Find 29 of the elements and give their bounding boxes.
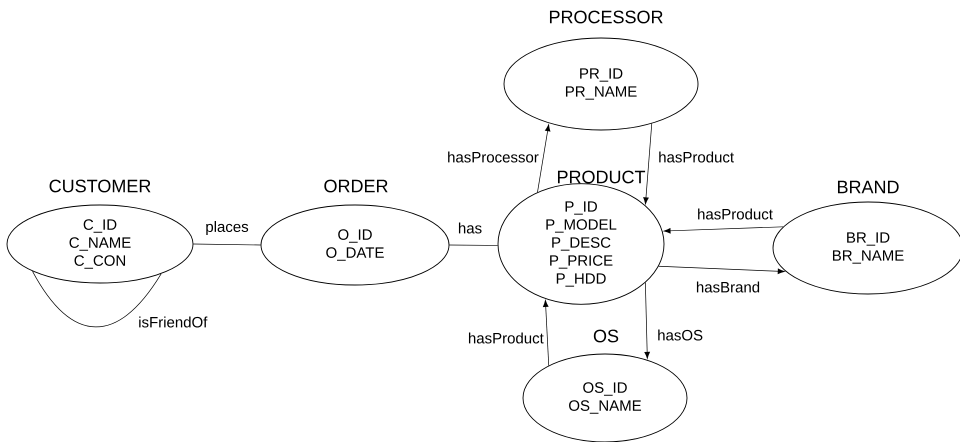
entity-name: PRODUCT	[558, 170, 646, 184]
edge-label: hasProduct	[466, 332, 545, 345]
edge-label: hasProduct	[657, 150, 736, 164]
entity-name: ORDER	[324, 180, 388, 192]
edge-label: hasProcessor	[446, 150, 540, 164]
arrow	[664, 226, 784, 234]
edge-label: has	[456, 222, 484, 234]
arrow	[643, 123, 652, 204]
edge-label: hasProduct	[696, 208, 774, 220]
edge-label: hasBrand	[694, 280, 762, 294]
node-label: P_MODEL	[546, 219, 616, 233]
connector-line	[193, 244, 261, 246]
arrow	[658, 266, 785, 274]
arrow	[644, 282, 650, 359]
edge-label: isFriendOf	[137, 316, 208, 328]
node-label: P_HDD	[556, 273, 606, 287]
self-loop-line	[32, 270, 162, 328]
node-label: P_PRICE	[550, 255, 612, 269]
entity-name: BRAND	[838, 180, 899, 194]
arrow	[543, 300, 550, 366]
entity-name: OS	[594, 330, 618, 342]
connector-line	[449, 244, 498, 246]
arrow	[537, 124, 550, 192]
entity-name: PROCESSOR	[550, 10, 663, 24]
edge-label: places	[204, 220, 250, 236]
edge-label: hasOS	[656, 328, 704, 342]
entity-name: CUSTOMER	[50, 180, 151, 192]
node-label: P_ID	[566, 201, 597, 215]
node-label: P_DESC	[552, 237, 610, 251]
